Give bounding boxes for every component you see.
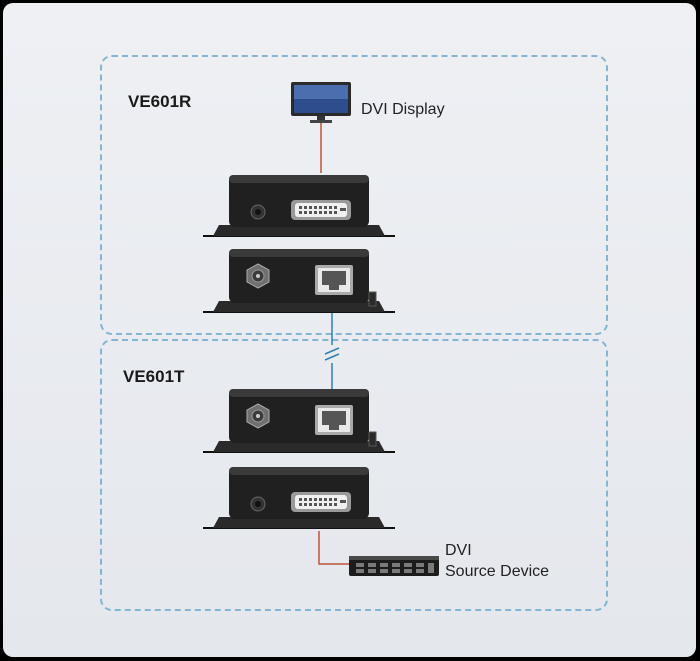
rj45-port-icon [315, 265, 353, 295]
dvi-port-icon [291, 200, 351, 220]
coax-connector-icon [246, 263, 270, 289]
power-jack-icon [250, 204, 266, 220]
source-device-icon [349, 556, 439, 576]
receiver-dvi-unit [203, 175, 395, 237]
diagram-panel: VE601R VE601T DVI Display [3, 3, 696, 657]
transmitter-rj45-unit [203, 389, 395, 453]
monitor-icon [291, 82, 351, 123]
transmitter-group [100, 339, 608, 611]
receiver-rj45-unit [203, 249, 395, 313]
transmitter-dvi-unit [203, 467, 395, 529]
receiver-model-label: VE601R [128, 92, 192, 111]
cables [318, 123, 350, 565]
display-label: DVI Display [361, 101, 445, 118]
transmitter-model-label: VE601T [123, 367, 185, 386]
dvi-cable-source [318, 531, 350, 565]
receiver-group [100, 55, 608, 335]
source-label-line2: Source Device [445, 563, 550, 580]
source-label-line1: DVI [445, 542, 472, 559]
cable-break-icon [324, 347, 340, 361]
